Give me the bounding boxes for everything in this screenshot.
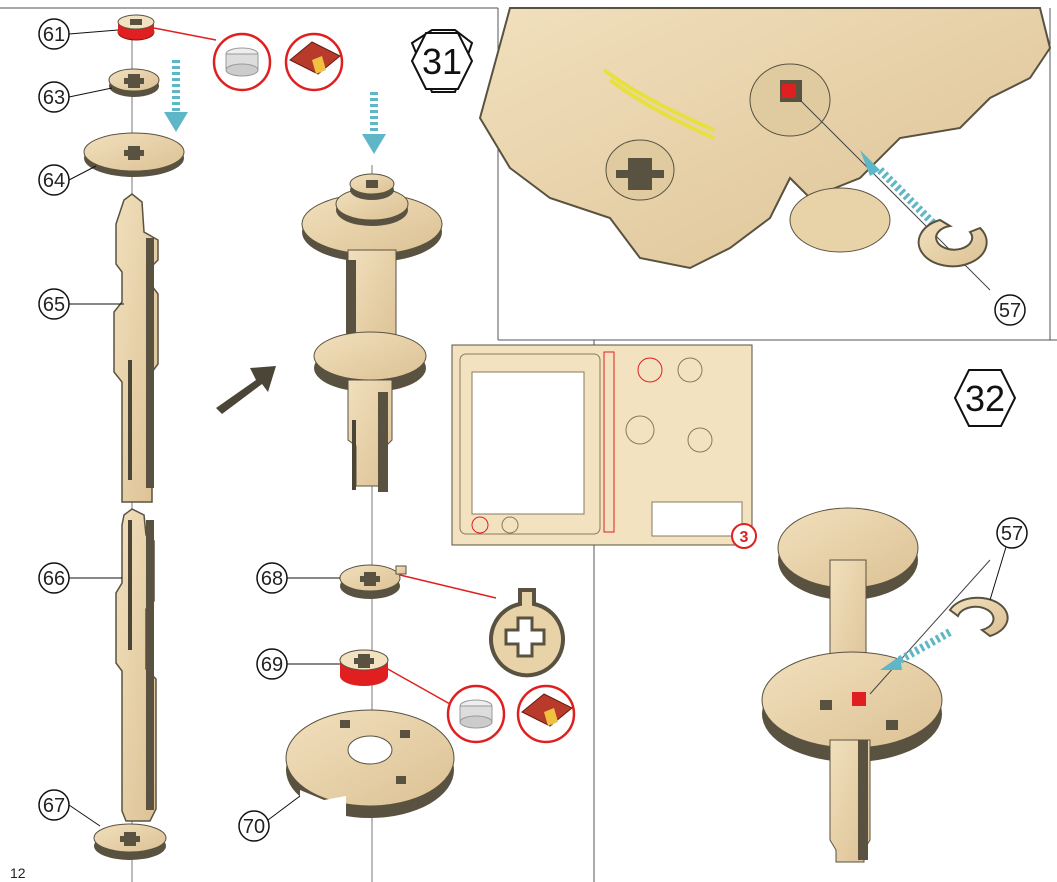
svg-text:57: 57: [1001, 523, 1023, 545]
svg-text:69: 69: [261, 654, 283, 676]
svg-text:61: 61: [43, 24, 65, 46]
step-number: 31: [422, 41, 462, 82]
part-label-70: 70: [239, 796, 300, 841]
next-arrow: [216, 366, 276, 414]
part-label-69: 69: [257, 649, 340, 679]
svg-text:68: 68: [261, 568, 283, 590]
part-61-ring: [118, 15, 154, 40]
insert-arrow-blue: [164, 60, 386, 154]
part-65-shaft: [114, 194, 158, 502]
parts-sheet-thumbnail: 3: [452, 345, 756, 548]
part-63-washer: [109, 69, 159, 97]
part-label-64: 64: [39, 165, 96, 195]
tea-light-candle-icon: [226, 48, 258, 76]
step-31-badge: 31: [412, 30, 472, 92]
assembled-shaft-32: [762, 508, 1008, 862]
svg-text:63: 63: [43, 87, 65, 109]
part-64-gear: [84, 133, 184, 177]
svg-text:66: 66: [43, 568, 65, 590]
part-69-ring: [340, 650, 388, 686]
part-label-65: 65: [39, 289, 124, 319]
part-68-key-washer: [340, 565, 406, 599]
assembled-shaft-31: [302, 174, 442, 492]
part-label-57-bottom: 57: [990, 518, 1027, 600]
part-label-61: 61: [39, 19, 118, 49]
part-70-base-disc: [286, 710, 454, 820]
sheet-number: 3: [740, 529, 749, 546]
part-66-shaft: [116, 509, 156, 821]
svg-text:65: 65: [43, 294, 65, 316]
svg-text:70: 70: [243, 816, 265, 838]
part-label-57-top: 57: [995, 295, 1025, 325]
part-label-66: 66: [39, 563, 122, 593]
svg-text:64: 64: [43, 170, 65, 192]
step-number: 32: [965, 378, 1005, 419]
part-68-detail: [400, 575, 563, 675]
tea-light-candle-icon: [460, 700, 492, 728]
svg-text:57: 57: [999, 300, 1021, 322]
part-67-washer: [94, 824, 166, 860]
step-32-badge: 32: [955, 370, 1015, 426]
page-number: 12: [10, 865, 26, 881]
detail-top-right: [480, 8, 1050, 290]
svg-text:67: 67: [43, 795, 65, 817]
part-label-68: 68: [257, 563, 340, 593]
candle-sandpaper-callout-1: [154, 28, 342, 90]
part-label-67: 67: [39, 790, 100, 826]
part-label-63: 63: [39, 82, 112, 112]
